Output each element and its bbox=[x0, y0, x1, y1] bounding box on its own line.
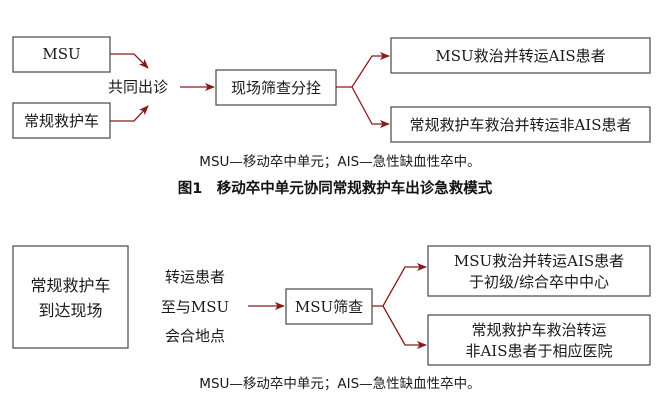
node-conventional-ambulance: 常规救护车 bbox=[12, 102, 111, 139]
node-transfer-line-1: 转运患者 bbox=[165, 268, 225, 286]
node-ambulance-arrives-line-1: 常规救护车 bbox=[30, 276, 110, 295]
node-msu-label: MSU bbox=[42, 45, 80, 63]
node-ambulance-arrives: 常规救护车 到达现场 bbox=[12, 245, 129, 349]
node-outcome-non-ais-hospital-line-1: 常规救护车救治转运 bbox=[471, 321, 606, 339]
figure-1-caption: 图1 移动卒中单元协同常规救护车出诊急救模式 bbox=[178, 179, 493, 197]
node-outcome-ais-center-line-1: MSU救治并转运AIS患者 bbox=[454, 252, 624, 270]
node-outcome-non-ais-hospital-line-2: 非AIS患者于相应医院 bbox=[465, 342, 612, 360]
node-outcome-non-ais-hospital: 常规救护车救治转运 非AIS患者于相应医院 bbox=[427, 314, 651, 366]
node-outcome-non-ais: 常规救护车救治并转运非AIS患者 bbox=[390, 106, 651, 143]
connector-screening-to-non-ais-hospital bbox=[382, 305, 427, 349]
diagram-1: MSU 常规救护车 共同出诊 现场筛查分拴 MSU救治并转运AIS患者 常规救护… bbox=[12, 36, 651, 197]
node-outcome-ais-center-line-2: 于初级/综合卒中中心 bbox=[469, 273, 609, 291]
connector-msu-to-joint bbox=[110, 53, 149, 69]
node-outcome-non-ais-label: 常规救护车救治并转运非AIS患者 bbox=[409, 116, 631, 134]
connector-conventional-to-joint bbox=[110, 105, 149, 122]
node-conventional-ambulance-label: 常规救护车 bbox=[24, 112, 99, 130]
diagram-2-abbreviation-note: MSU—移动卒中单元；AIS—急性缺血性卒中。 bbox=[199, 376, 480, 392]
connector-screening-to-ais bbox=[336, 52, 390, 88]
node-outcome-ais-label: MSU救治并转运AIS患者 bbox=[435, 47, 605, 65]
node-transfer-to-meeting-point: 转运患者 至与MSU 会合地点 bbox=[161, 268, 229, 345]
node-transfer-line-2: 至与MSU bbox=[161, 298, 229, 316]
node-msu: MSU bbox=[12, 36, 111, 73]
diagram-2: 常规救护车 到达现场 转运患者 至与MSU 会合地点 MSU筛查 MSU救治并转… bbox=[12, 245, 651, 392]
node-ambulance-arrives-line-2: 到达现场 bbox=[38, 301, 102, 320]
connector-screening-to-non-ais bbox=[351, 86, 390, 128]
node-onsite-screening: 现场筛查分拴 bbox=[215, 69, 337, 106]
node-outcome-ais-center: MSU救治并转运AIS患者 于初级/综合卒中中心 bbox=[427, 245, 651, 297]
node-msu-screening-label: MSU筛查 bbox=[295, 298, 363, 316]
node-joint-dispatch: 共同出诊 bbox=[108, 78, 168, 96]
diagram-1-abbreviation-note: MSU—移动卒中单元；AIS—急性缺血性卒中。 bbox=[199, 154, 480, 170]
node-outcome-ais: MSU救治并转运AIS患者 bbox=[390, 37, 651, 74]
connector-screening-to-ais-center bbox=[372, 263, 427, 307]
node-transfer-line-3: 会合地点 bbox=[165, 327, 225, 345]
node-msu-screening: MSU筛查 bbox=[285, 288, 373, 325]
node-onsite-screening-label: 现场筛查分拴 bbox=[231, 79, 321, 97]
